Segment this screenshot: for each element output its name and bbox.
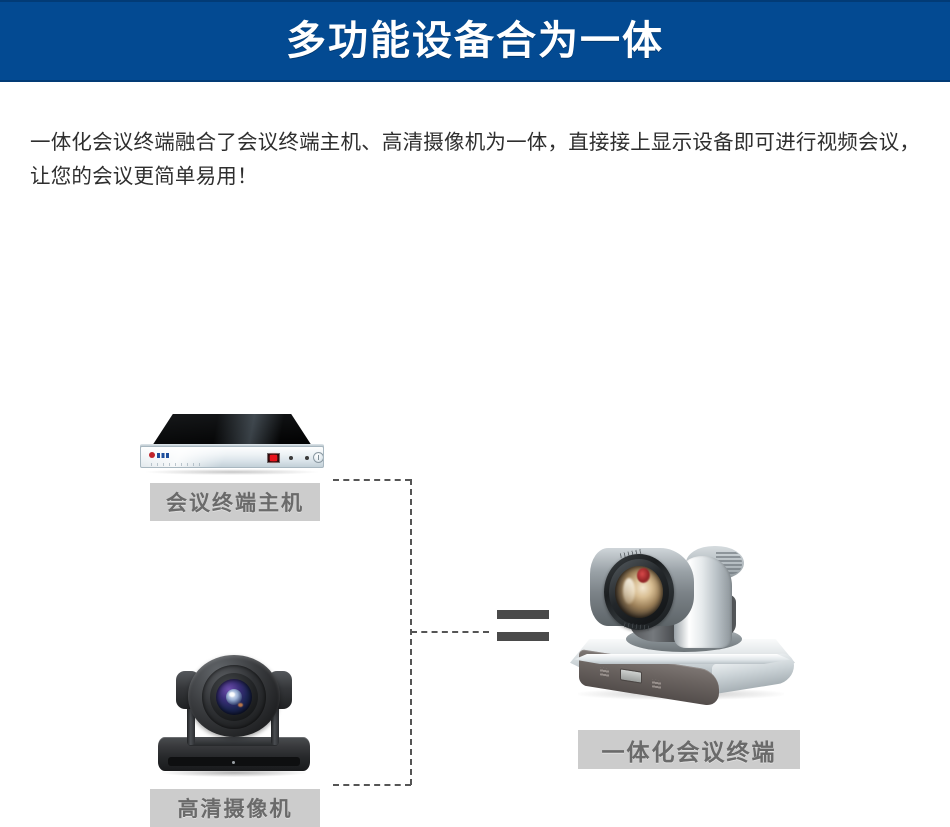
page-title: 多功能设备合为一体 xyxy=(286,18,664,64)
equals-sign-icon xyxy=(497,610,549,642)
device-silver-ptz-camera-image xyxy=(570,540,795,708)
caption-terminal-host: 会议终端主机 xyxy=(150,483,320,521)
intro-paragraph: 一体化会议终端融合了会议终端主机、高清摄像机为一体，直接接上显示设备即可进行视频… xyxy=(30,129,921,188)
server-led-display-icon xyxy=(267,453,280,463)
server-vent-grille-icon xyxy=(151,463,205,466)
caption-hd-camera: 高清摄像机 xyxy=(150,789,320,827)
server-power-button-icon xyxy=(313,452,323,463)
device-rack-server-image xyxy=(138,414,326,475)
camera-status-led-icon xyxy=(232,761,235,764)
server-status-dot-icon xyxy=(305,456,309,460)
terminal-panel-icon xyxy=(600,667,609,677)
connector-line-to-equals xyxy=(411,631,489,633)
connector-line-camera-horizontal xyxy=(333,784,411,786)
device-black-ptz-camera-image xyxy=(158,653,310,778)
server-brand-logo-icon xyxy=(149,452,170,458)
device-combination-diagram: 会议终端主机 高清摄像机 一体化会议终端 xyxy=(0,180,950,827)
page-header-banner: 多功能设备合为一体 xyxy=(0,0,950,82)
server-status-dot-icon xyxy=(289,456,293,460)
connector-line-host-horizontal xyxy=(333,479,411,481)
caption-all-in-one-terminal: 一体化会议终端 xyxy=(578,730,800,769)
terminal-panel-icon xyxy=(652,679,661,689)
